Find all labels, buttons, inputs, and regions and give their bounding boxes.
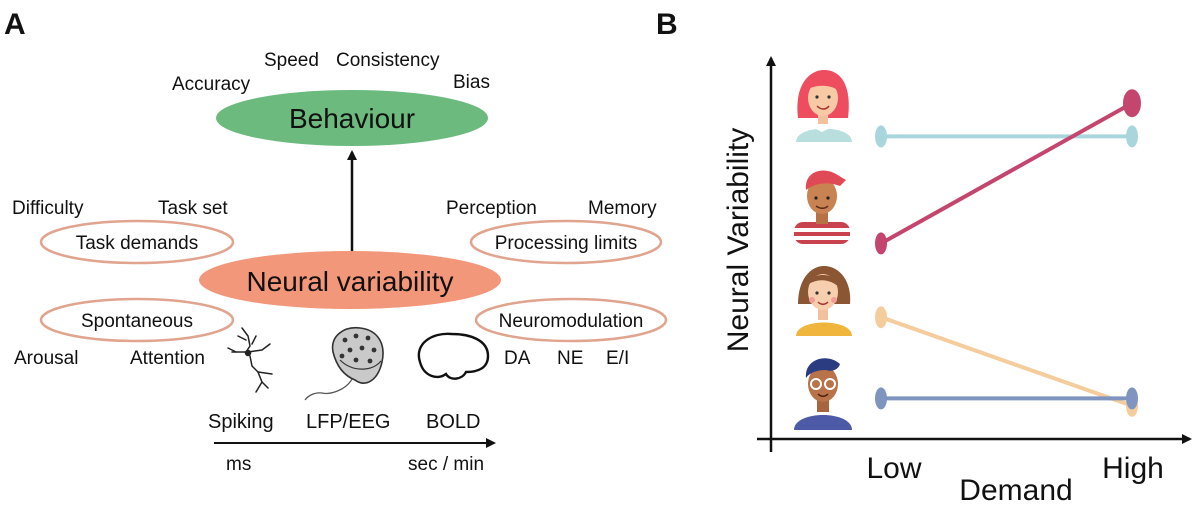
tag-ei: E/I — [606, 348, 629, 369]
measure-lfp-eeg: LFP/EEG — [306, 411, 390, 433]
neuromodulation-label: Neuromodulation — [499, 311, 644, 332]
behaviour-attr-accuracy: Accuracy — [172, 74, 251, 95]
avatar-red-hair-woman — [796, 70, 852, 142]
task-demands-label: Task demands — [76, 233, 199, 254]
avatar-brown-hair-woman — [796, 266, 852, 336]
behaviour-label: Behaviour — [289, 103, 415, 134]
scale-end: sec / min — [408, 454, 484, 475]
series-1-point-low — [875, 232, 887, 255]
neuromodulation-ellipse — [474, 297, 668, 343]
brain-icon — [417, 332, 490, 380]
tag-ne: NE — [557, 348, 583, 369]
x-axis-title: Demand — [959, 474, 1072, 507]
spontaneous-ellipse — [39, 297, 235, 343]
avatar-glasses-man — [794, 358, 852, 430]
series-2-point-low — [875, 306, 887, 329]
tag-arousal: Arousal — [14, 348, 78, 369]
y-axis-title: Neural Variability — [722, 128, 755, 353]
tag-difficulty: Difficulty — [12, 198, 84, 219]
chart-marks — [875, 89, 1141, 417]
x-tick-low: Low — [866, 452, 921, 485]
neuron-icon — [227, 327, 273, 393]
processing-limits-ellipse — [469, 219, 663, 265]
tag-da: DA — [504, 348, 531, 369]
panel-a-label: A — [4, 8, 26, 41]
eeg-cap-icon — [304, 327, 384, 401]
avatar-cap-boy — [794, 170, 850, 244]
scale-start: ms — [226, 454, 251, 475]
neural-variability-label: Neural variability — [247, 266, 454, 297]
tag-attention: Attention — [130, 348, 205, 369]
behaviour-attr-consistency: Consistency — [336, 50, 440, 71]
measure-spiking: Spiking — [208, 411, 274, 433]
behaviour-attr-speed: Speed — [264, 50, 319, 71]
tag-memory: Memory — [588, 198, 657, 219]
series-0-point-low — [875, 125, 887, 148]
panel-b-label: B — [656, 8, 678, 41]
behaviour-attr-bias: Bias — [453, 72, 490, 93]
measure-bold: BOLD — [426, 411, 480, 433]
series-3-point-high — [1126, 387, 1138, 410]
spontaneous-label: Spontaneous — [81, 311, 193, 332]
x-tick-high: High — [1102, 452, 1164, 485]
series-0-point-high — [1126, 125, 1138, 148]
series-1-line — [879, 101, 1134, 246]
tag-task-set: Task set — [158, 198, 228, 219]
behaviour-ellipse — [216, 90, 488, 146]
tag-perception: Perception — [446, 198, 537, 219]
task-demands-ellipse — [39, 219, 235, 265]
series-3-point-low — [875, 387, 887, 410]
processing-limits-label: Processing limits — [495, 233, 638, 254]
series-1-point-high — [1123, 89, 1141, 118]
series-2-line — [879, 315, 1134, 408]
neural-variability-ellipse — [199, 251, 501, 309]
